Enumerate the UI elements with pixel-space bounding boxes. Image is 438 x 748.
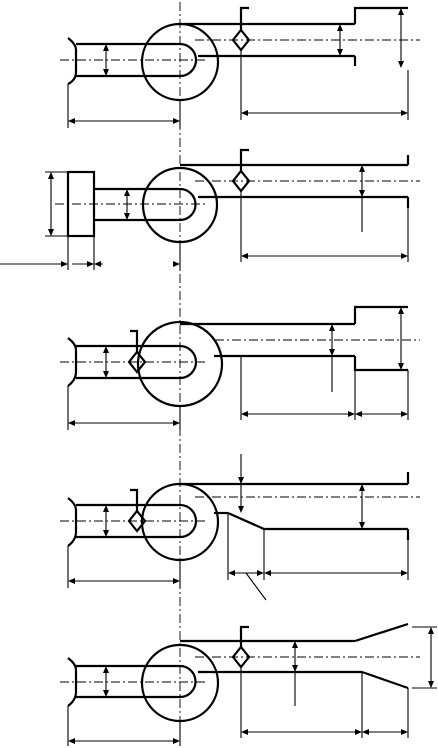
diffuser-bottom	[362, 672, 408, 688]
arrowhead	[241, 411, 248, 417]
arrowhead	[228, 570, 235, 576]
arrowhead	[238, 506, 244, 513]
panel-5	[60, 624, 437, 746]
arrowhead	[241, 729, 248, 735]
arrowhead	[398, 363, 404, 370]
arrowhead	[61, 261, 68, 267]
damper-stem	[241, 627, 249, 647]
arrowhead	[173, 261, 180, 267]
arrowhead	[257, 570, 264, 576]
arrowhead	[329, 324, 335, 331]
panel-4	[60, 454, 420, 600]
arrowhead	[359, 165, 365, 172]
arrowhead	[87, 261, 94, 267]
arrowhead	[264, 570, 271, 576]
arrowhead	[48, 172, 54, 179]
damper-stem	[130, 331, 137, 352]
step-up-transition	[355, 307, 408, 324]
arrowhead	[103, 666, 109, 673]
arrowhead	[329, 349, 335, 356]
arrowhead	[398, 307, 404, 314]
taper-transition	[228, 513, 264, 529]
arrowhead	[401, 570, 408, 576]
inlet-duct-return	[180, 666, 195, 697]
step-up-transition	[355, 8, 408, 24]
arrowhead	[359, 190, 365, 197]
arrowhead	[398, 61, 404, 68]
arrowhead	[124, 213, 130, 220]
damper-stem	[241, 8, 249, 30]
arrowhead	[94, 261, 101, 267]
panel-2	[0, 150, 420, 270]
arrowhead	[48, 229, 54, 236]
panel-1	[60, 8, 420, 128]
arrowhead	[401, 253, 408, 259]
arrowhead	[103, 69, 109, 76]
arrowhead	[241, 253, 248, 259]
arrowhead	[362, 729, 369, 735]
arrowhead	[103, 371, 109, 378]
arrowhead	[428, 681, 434, 688]
arrowhead	[241, 110, 248, 116]
arrowhead	[238, 477, 244, 484]
arrowhead	[68, 118, 75, 124]
arrowhead	[68, 420, 75, 426]
bell-mouth-inlet	[68, 338, 76, 386]
arrowhead	[292, 641, 298, 648]
arrowhead	[428, 627, 434, 634]
arrowhead	[359, 522, 365, 529]
arrowhead	[103, 690, 109, 697]
taper-leader-line	[246, 573, 266, 600]
arrowhead	[68, 578, 75, 584]
arrowhead	[348, 411, 355, 417]
arrowhead	[355, 411, 362, 417]
arrowhead	[173, 738, 180, 744]
arrowhead	[173, 118, 180, 124]
arrowhead	[124, 189, 130, 196]
arrowhead	[398, 8, 404, 15]
arrowhead	[337, 24, 343, 31]
arrowhead	[103, 346, 109, 353]
arrowhead	[68, 738, 75, 744]
arrowhead	[355, 729, 362, 735]
bell-mouth-inlet	[68, 38, 76, 84]
arrowhead	[292, 665, 298, 672]
arrowhead	[103, 505, 109, 512]
arrowhead	[173, 420, 180, 426]
arrowhead	[103, 530, 109, 537]
arrowhead	[359, 484, 365, 491]
damper-stem	[130, 490, 137, 511]
inlet-duct-return	[180, 189, 195, 220]
arrowhead	[401, 729, 408, 735]
arrowhead	[103, 44, 109, 51]
bell-mouth-inlet	[68, 498, 76, 546]
panel-3	[60, 307, 420, 430]
arrowhead	[173, 578, 180, 584]
diffuser-top	[355, 624, 408, 641]
damper-stem	[241, 150, 249, 171]
damper-diamond	[129, 352, 145, 372]
bell-mouth-inlet	[68, 658, 76, 706]
arrowhead	[401, 411, 408, 417]
arrowhead	[401, 110, 408, 116]
arrowhead	[337, 49, 343, 56]
